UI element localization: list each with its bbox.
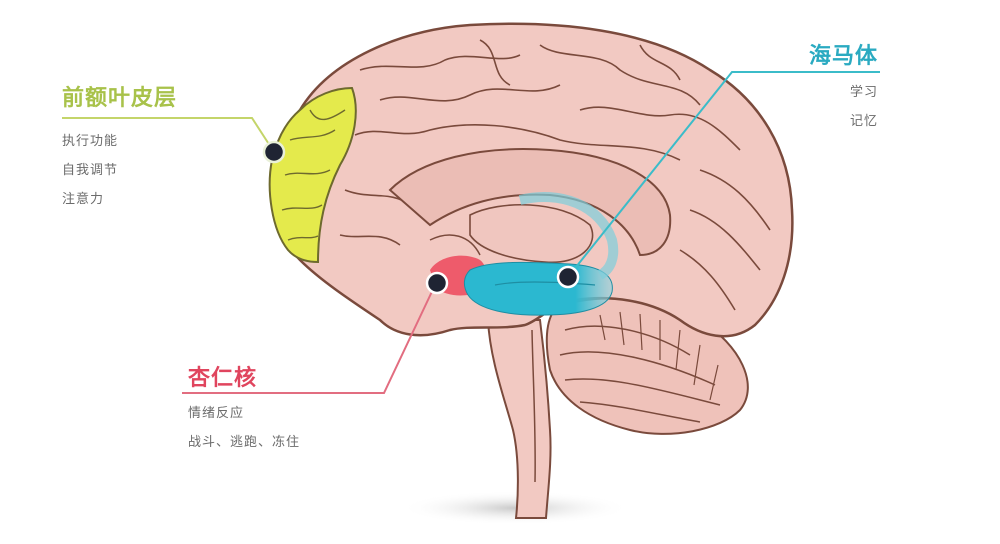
- function-item: 学习: [849, 85, 878, 100]
- cortex-folds: [339, 39, 771, 311]
- amygdala-functions: 情绪反应 战斗、逃跑、冻住: [188, 399, 300, 457]
- hippocampus-functions: 学习 记忆: [850, 78, 878, 136]
- function-item: 注意力: [62, 192, 105, 207]
- prefrontal-marker: [262, 140, 286, 164]
- amygdala-title: 杏仁核: [188, 366, 258, 391]
- function-item: 自我调节: [62, 163, 119, 178]
- prefrontal-cortex-functions: 执行功能 自我调节 注意力: [62, 127, 118, 214]
- ground-shadow: [400, 491, 630, 525]
- hippocampus-marker: [556, 265, 580, 289]
- prefrontal-leader-line: [62, 117, 275, 153]
- hippocampus-region: [463, 261, 613, 316]
- prefrontal-cortex-title: 前额叶皮层: [62, 86, 178, 111]
- hippocampus-leader-line: [567, 71, 880, 278]
- amygdala-leader-line: [182, 282, 437, 394]
- function-item: 战斗、逃跑、冻住: [188, 435, 301, 450]
- function-item: 情绪反应: [188, 406, 245, 421]
- brain-stem: [486, 319, 552, 519]
- function-item: 执行功能: [62, 134, 119, 149]
- cerebellum: [545, 297, 749, 435]
- amygdala-marker: [425, 271, 449, 295]
- fornix-blue: [518, 191, 619, 280]
- hippocampus-title: 海马体: [808, 44, 878, 69]
- function-item: 记忆: [849, 114, 878, 129]
